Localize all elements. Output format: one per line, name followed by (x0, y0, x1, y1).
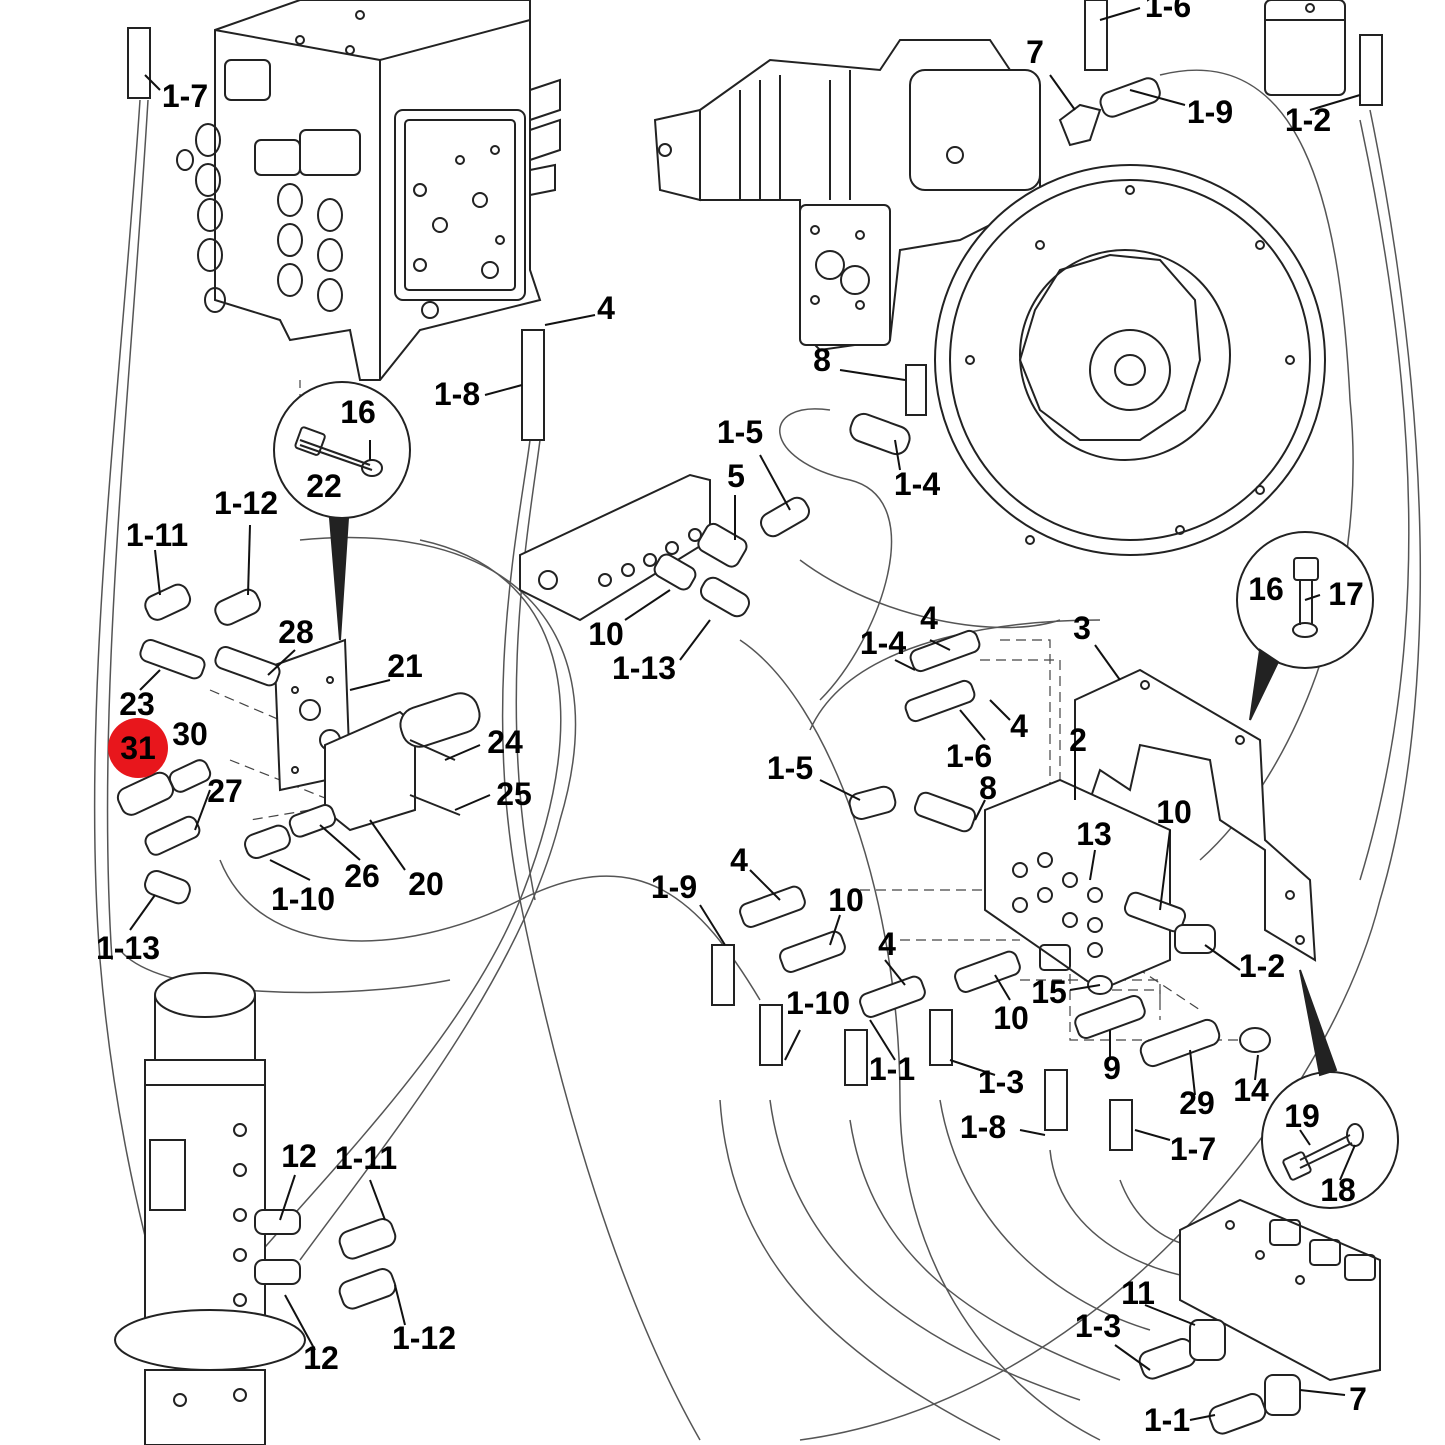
hose-routes (93, 69, 1422, 1441)
solenoid-valve-assembly (273, 638, 481, 832)
hose-fittings (116, 0, 1383, 1435)
valve-block-bottom-right (1179, 1198, 1381, 1382)
return-filter (1264, 0, 1346, 96)
control-valve-block (176, 0, 561, 381)
hydraulic-pump (653, 39, 1041, 352)
center-manifold (984, 778, 1171, 992)
detail-circles (273, 381, 1399, 1209)
swivel-joint (114, 972, 306, 1445)
spool-caps (176, 59, 361, 313)
manifold-block-left (519, 473, 711, 622)
mounting-bracket (1074, 668, 1317, 962)
leader-lines (129, 7, 1361, 1421)
flywheel-housing (934, 164, 1326, 556)
